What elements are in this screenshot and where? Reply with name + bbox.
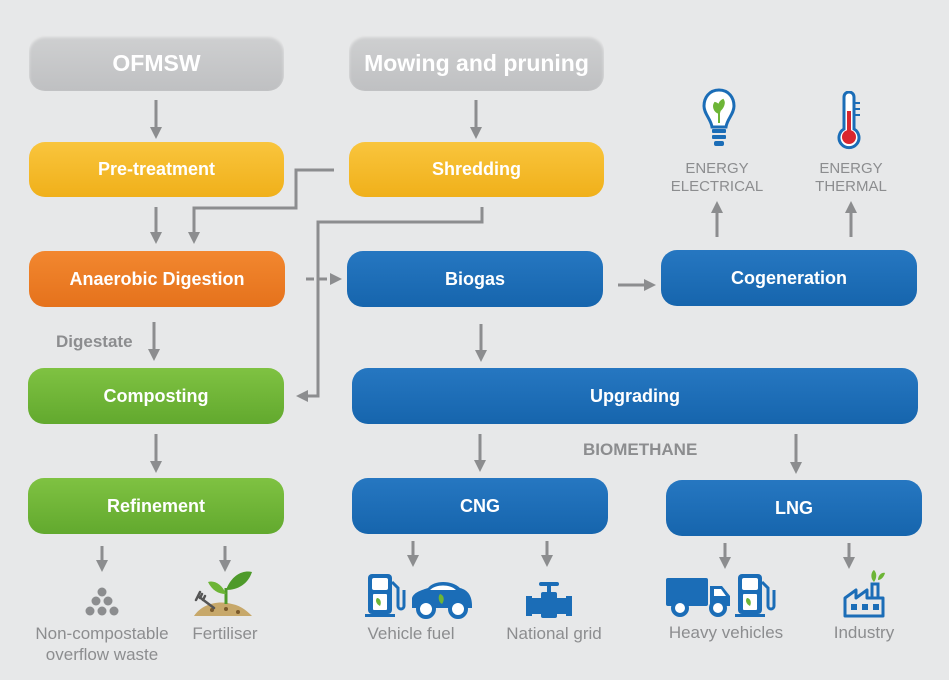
- heavy-vehicles-label: Heavy vehicles: [668, 623, 784, 642]
- biomethane-label: BIOMETHANE: [583, 440, 698, 459]
- energy-thermal-label: ENERGY THERMAL: [815, 160, 887, 195]
- refinement-box: Refinement: [28, 478, 284, 534]
- biogas-box: Biogas: [347, 251, 603, 307]
- industry-label: Industry: [833, 623, 895, 642]
- fuel-pump-icon: [735, 574, 776, 617]
- fertiliser-label: Fertiliser: [192, 624, 258, 643]
- shredding-box: Shredding: [349, 142, 604, 197]
- composting-box: Composting: [28, 368, 284, 424]
- lng-box: LNG: [666, 480, 922, 536]
- car-icon: [412, 582, 472, 619]
- valve-pipe-icon: [526, 582, 572, 618]
- vehicle-fuel-label: Vehicle fuel: [367, 624, 455, 643]
- fuel-pump-icon: [365, 574, 406, 617]
- thermometer-icon: [837, 91, 861, 150]
- pretreatment-box: Pre-treatment: [29, 142, 284, 197]
- cng-box: CNG: [352, 478, 608, 534]
- truck-icon: [666, 578, 730, 617]
- factory-icon: [843, 570, 885, 618]
- ofmsw-box: OFMSW: [29, 35, 284, 91]
- anaerobic-digestion-box: Anaerobic Digestion: [29, 251, 285, 307]
- national-grid-label: National grid: [506, 624, 602, 643]
- digestate-label: Digestate: [56, 332, 133, 351]
- lightbulb-icon: [702, 88, 736, 146]
- energy-electrical-label: ENERGY ELECTRICAL: [670, 160, 764, 195]
- mowing-pruning-box: Mowing and pruning: [349, 35, 604, 91]
- plant-soil-icon: [194, 571, 252, 616]
- noncompostable-label: Non-compostable overflow waste: [35, 624, 169, 664]
- pellets-icon: [85, 587, 119, 616]
- upgrading-box: Upgrading: [352, 368, 918, 424]
- cogeneration-box: Cogeneration: [661, 250, 917, 306]
